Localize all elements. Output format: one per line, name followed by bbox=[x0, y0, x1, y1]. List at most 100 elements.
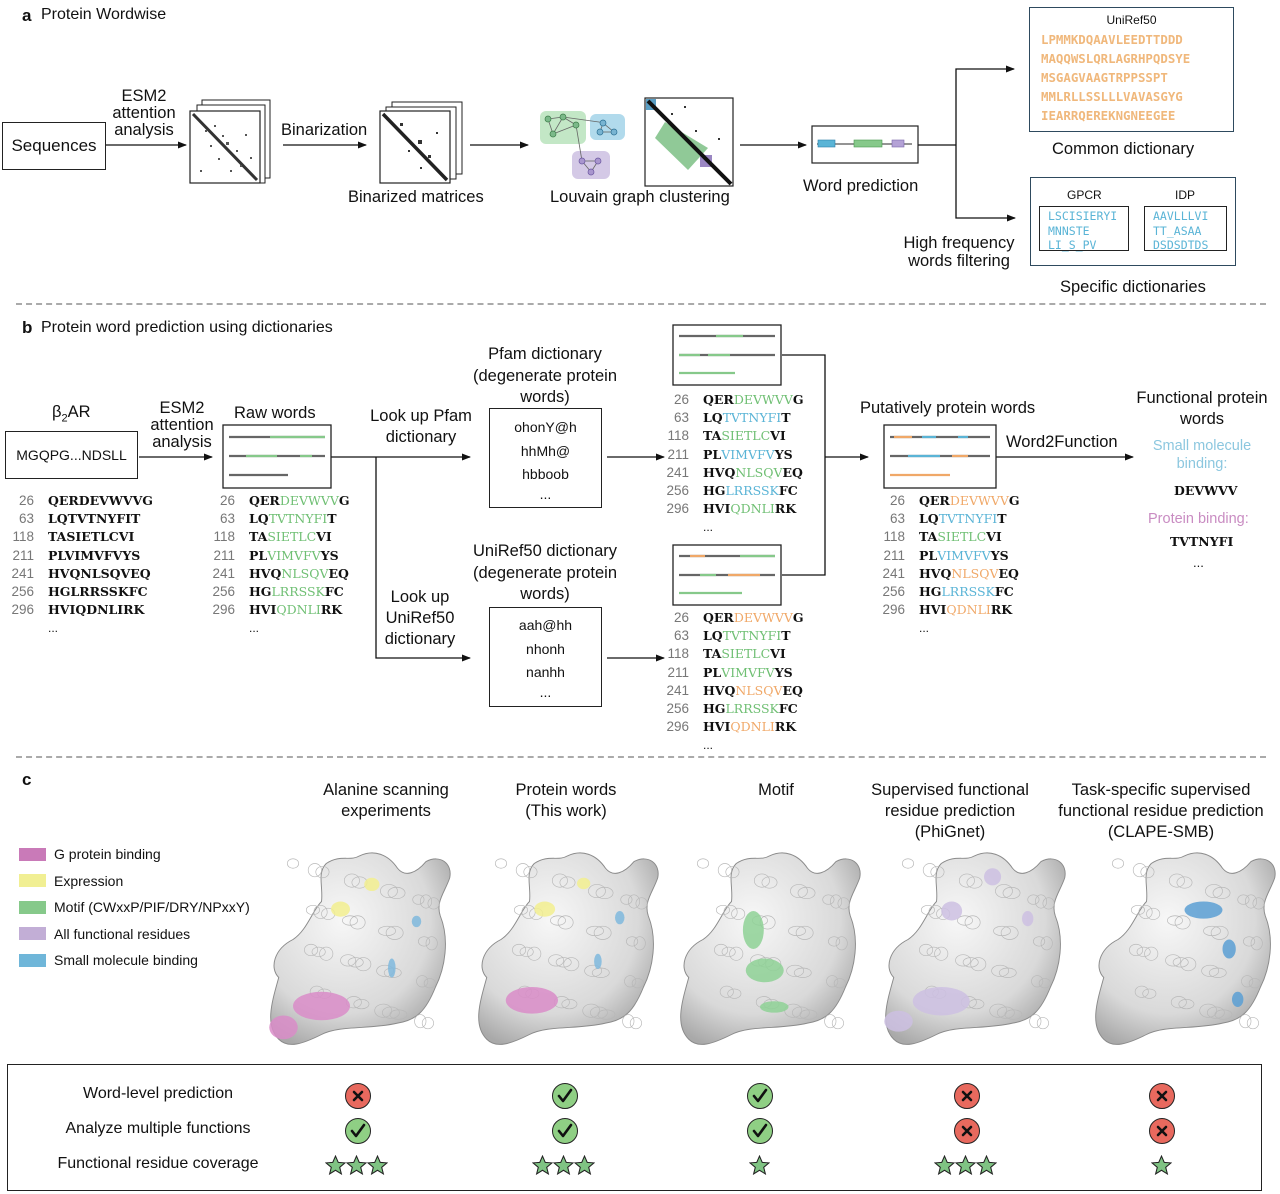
uniref50-word: IEARRQEREKNGNEEGEE bbox=[1041, 108, 1176, 123]
sequence-text: HGLRRSSKFC bbox=[919, 584, 1014, 600]
protein-binding-label: Protein binding: bbox=[1148, 511, 1249, 527]
coverage-stars bbox=[749, 1155, 770, 1175]
small-mol-line2: binding: bbox=[1176, 456, 1228, 472]
method-title-line: (This work) bbox=[525, 802, 607, 820]
legend-swatch bbox=[19, 874, 46, 887]
position-number: 63 bbox=[673, 628, 689, 644]
uniref-word: nanhh bbox=[526, 664, 565, 680]
protein-surface bbox=[269, 852, 451, 1045]
coverage-stars bbox=[1151, 1155, 1172, 1175]
position-number: 63 bbox=[18, 511, 34, 527]
star-icon bbox=[749, 1155, 770, 1175]
table-row-label: Functional residue coverage bbox=[57, 1155, 259, 1172]
pfam-word: ohonY@h bbox=[514, 419, 577, 435]
sequence-text: TASIETLCVI bbox=[703, 646, 786, 662]
lookup-uniref-label: Look up UniRef50 dictionary bbox=[372, 587, 468, 650]
star-icon bbox=[346, 1155, 367, 1175]
panel-a-graphics bbox=[106, 65, 1016, 222]
sequence-text: HVQNLSQVEQ bbox=[249, 565, 349, 581]
sequence-text: PLVIMVFVYS bbox=[703, 446, 793, 462]
position-number: 118 bbox=[213, 529, 235, 545]
sequence-row: 296 HVIQDNLIRK bbox=[871, 601, 1020, 619]
sequence-row: 296 HVIQDNLIRK bbox=[655, 500, 804, 518]
uniref-dictionary-label: UniRef50 dictionary (degenerate protein … bbox=[460, 541, 630, 606]
position-number: 211 bbox=[12, 547, 34, 563]
raw-words-label: Raw words bbox=[234, 404, 316, 422]
more-rows: ... bbox=[48, 621, 59, 636]
louvain-graph-icon bbox=[540, 111, 625, 179]
sequence-text: PLVIMVFVYS bbox=[48, 547, 141, 563]
esm2-label-a: ESM2 attention analysis bbox=[108, 88, 180, 139]
arrow-to-specific bbox=[955, 145, 1016, 222]
sequence-text: TASIETLCVI bbox=[48, 529, 135, 545]
position-number: 296 bbox=[882, 602, 905, 618]
position-number: 118 bbox=[12, 529, 34, 545]
sequence-row: 241 HVQNLSQVEQ bbox=[201, 565, 350, 583]
divider-b-c bbox=[16, 756, 1266, 758]
highlighted-word: TVTNYFI bbox=[938, 511, 998, 527]
position-number: 63 bbox=[219, 511, 235, 527]
position-number: 256 bbox=[212, 584, 235, 600]
attention-matrices-icon bbox=[189, 99, 271, 184]
position-number: 26 bbox=[673, 392, 689, 407]
legend-label: Motif (CWxxP/PIF/DRY/NPxxY) bbox=[54, 899, 250, 915]
pfam-words-box: ohonY@h hhMh@ hbboob ... bbox=[489, 408, 602, 508]
cross-icon bbox=[345, 1083, 371, 1109]
sequence-text: HVIQDNLIRK bbox=[919, 602, 1013, 618]
panel-b-title: Protein word prediction using dictionari… bbox=[41, 319, 333, 336]
sequence-text: LQTVTNYFIT bbox=[249, 511, 337, 527]
protein-surface bbox=[680, 852, 861, 1045]
position-number: 241 bbox=[212, 565, 235, 581]
pfam-word-more: ... bbox=[539, 485, 552, 502]
highlighted-word: DEVWVV bbox=[949, 493, 1009, 508]
highlighted-word: DEVWVV bbox=[279, 493, 339, 508]
method-title-line: (PhiGnet) bbox=[914, 823, 986, 841]
high-freq-line1: High frequency bbox=[903, 234, 1015, 252]
legend-item: All functional residues bbox=[19, 926, 190, 942]
position-number: 256 bbox=[666, 701, 689, 717]
legend-label: G protein binding bbox=[54, 846, 161, 862]
position-number: 296 bbox=[212, 602, 235, 618]
position-number: 118 bbox=[883, 529, 905, 545]
putative-words-label: Putatively protein words bbox=[860, 399, 1036, 417]
highlighted-word: LRRSSK bbox=[941, 584, 995, 600]
position-number: 211 bbox=[667, 446, 689, 462]
esm2-label-b: ESM2 attention analysis bbox=[144, 400, 220, 451]
highlighted-word: NLSQV bbox=[281, 565, 329, 581]
sequence-text: QERDEVWVVG bbox=[919, 493, 1020, 508]
uniref-words-box: aah@hh nhonh nanhh ... bbox=[489, 607, 602, 707]
high-freq-line2: words filtering bbox=[908, 252, 1010, 270]
gpcr-word: MNNSTE bbox=[1048, 223, 1090, 238]
functional-line1: Functional protein bbox=[1136, 389, 1268, 407]
highlighted-word: LRRSSK bbox=[725, 483, 779, 499]
uniref-result-icon bbox=[672, 544, 782, 606]
position-number: 296 bbox=[666, 501, 689, 517]
panel-a-title: Protein Wordwise bbox=[41, 6, 167, 23]
uniref-word: aah@hh bbox=[518, 617, 573, 633]
sequence-text: PLVIMVFVYS bbox=[703, 664, 793, 680]
method-title-line: Protein words bbox=[515, 781, 617, 799]
method-title-line: Task-specific supervised bbox=[1071, 781, 1251, 799]
sequence-text: HVIQDNLIRK bbox=[703, 501, 797, 517]
esm2-line1: ESM2 bbox=[121, 87, 167, 105]
method-title-line: Motif bbox=[758, 781, 794, 799]
highlighted-word: QDNLI bbox=[730, 719, 775, 735]
star-icon bbox=[1151, 1155, 1172, 1175]
uniref-dict-line2: (degenerate protein bbox=[472, 563, 618, 582]
highlighted-word: LRRSSK bbox=[725, 701, 779, 717]
method-title-line: Alanine scanning bbox=[323, 781, 449, 799]
